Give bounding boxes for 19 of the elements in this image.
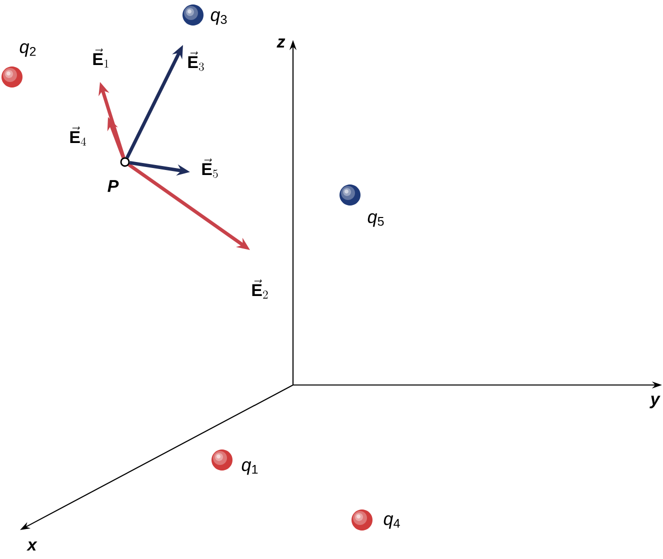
axis-label: z (276, 38, 286, 48)
charge-label: q$_{3}$ (210, 11, 227, 25)
charge-sphere (182, 4, 204, 26)
charge-label: q$_{5}$ (368, 213, 384, 227)
charge-label: q$_{2}$ (20, 43, 36, 57)
charge-sphere (212, 450, 232, 470)
vector-label: $\vec{\mathbf{E}}_{5}$ (202, 158, 218, 178)
charge-label: q$_{1}$ (242, 461, 258, 475)
vector-label: $\vec{\mathbf{E}}_{1}$ (93, 48, 108, 68)
axis-label: x (26, 542, 38, 550)
charge-sphere (352, 510, 372, 530)
charge-label: q$_{4}$ (384, 515, 400, 529)
axis-label: y (650, 396, 660, 408)
vector-label: $\vec{\mathbf{E}}_{2}$ (252, 279, 268, 299)
charge-sphere (2, 66, 22, 88)
vector-label: $\vec{\mathbf{E}}_{3}$ (188, 51, 204, 71)
vector-label: $\vec{\mathbf{E}}_{4}$ (70, 126, 86, 146)
charge-sphere (340, 184, 360, 206)
point-label: P (108, 180, 119, 192)
